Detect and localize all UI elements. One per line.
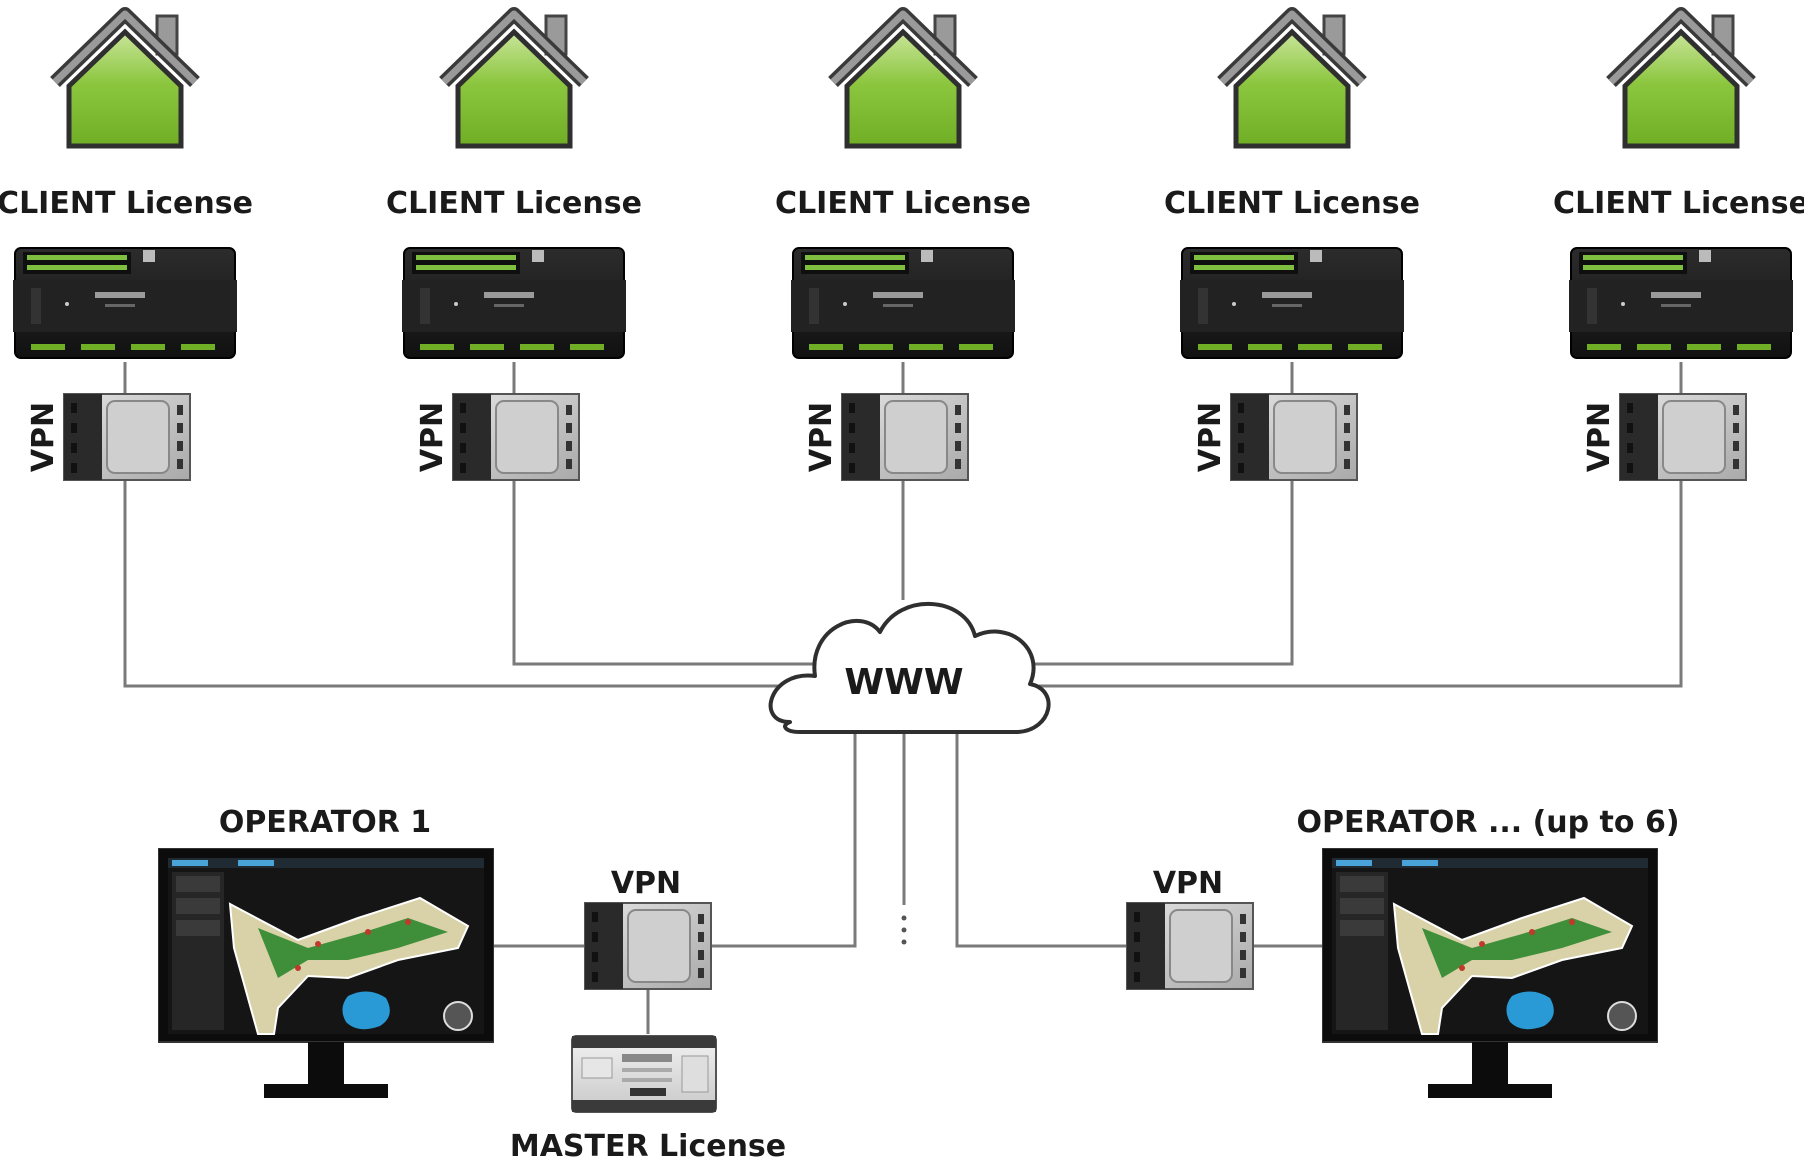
operator-left: OPERATOR 1 VPN MASTER License — [158, 805, 786, 1160]
operator-right-vpn-device — [1126, 902, 1254, 990]
operator-right-vpn-label: VPN — [1153, 866, 1223, 901]
house-icon — [444, 14, 584, 146]
client-vpn-device — [1619, 393, 1747, 481]
more-connections-indicator — [901, 915, 907, 945]
house-icon — [55, 14, 195, 146]
client-controller-device — [791, 247, 1015, 359]
client-controller-device — [1180, 247, 1404, 359]
client-vpn-label: VPN — [415, 402, 450, 472]
client-vpn-label: VPN — [1193, 402, 1228, 472]
operator-left-monitor — [158, 848, 494, 1099]
operator-right-title: OPERATOR ... (up to 6) — [1296, 805, 1679, 840]
client-license-label: CLIENT License — [775, 186, 1031, 221]
client-vpn-label: VPN — [1582, 402, 1617, 472]
client-vpn-device — [63, 393, 191, 481]
client-vpn-label: VPN — [804, 402, 839, 472]
house-icon — [1611, 14, 1751, 146]
master-license-label: MASTER License — [510, 1129, 786, 1160]
network-lines — [123, 362, 1683, 1034]
client-controller-device — [13, 247, 237, 359]
network-link-line — [123, 481, 790, 688]
operator-left-title: OPERATOR 1 — [219, 805, 431, 840]
operator-right: OPERATOR ... (up to 6) VPN — [1126, 805, 1680, 1099]
network-link-line — [512, 481, 815, 666]
client-license-label: CLIENT License — [1553, 186, 1804, 221]
operator-left-vpn-device — [584, 902, 712, 990]
client-controller-device — [402, 247, 626, 359]
www-cloud: WWW — [768, 601, 1051, 734]
client-license-label: CLIENT License — [0, 186, 253, 221]
operator-right-monitor — [1322, 848, 1658, 1099]
network-link-line — [1030, 481, 1683, 688]
client-vpn-device — [1230, 393, 1358, 481]
client-vpn-label: VPN — [26, 402, 61, 472]
client-vpn-device — [452, 393, 580, 481]
house-icon — [833, 14, 973, 146]
operator-left-vpn-label: VPN — [611, 866, 681, 901]
cloud-label: WWW — [844, 662, 963, 703]
client-license-label: CLIENT License — [386, 186, 642, 221]
master-license-device — [571, 1035, 717, 1113]
network-link-line — [1035, 481, 1294, 666]
network-link-line — [712, 732, 857, 948]
network-link-line — [955, 732, 1126, 948]
client-license-label: CLIENT License — [1164, 186, 1420, 221]
house-icon — [1222, 14, 1362, 146]
client-controller-device — [1569, 247, 1793, 359]
client-vpn-device — [841, 393, 969, 481]
